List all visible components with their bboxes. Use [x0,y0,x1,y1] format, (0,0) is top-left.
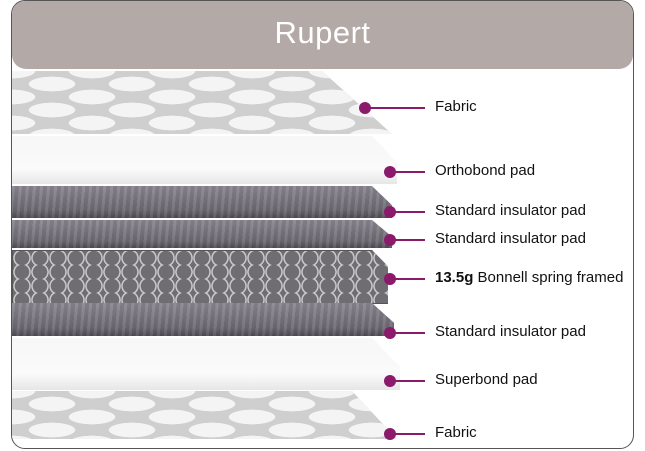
layer-bonnell-springs [12,250,388,304]
spring-type: Bonnell spring framed [477,269,624,286]
callout-line [392,433,425,435]
callout-dot [384,206,396,218]
layer-orthobond-pad [12,136,397,184]
callout-dot [384,327,396,339]
callout-line [392,278,425,280]
diagram-frame: Rupert Fabric Orthobond pad Standard ins… [11,0,634,449]
layer-insulator-pad-3 [12,303,394,336]
callout-dot [384,234,396,246]
callout-line [392,380,425,382]
spring-gauge: 13.5g [435,269,474,286]
callout-label: Superbond pad [435,371,538,388]
layer-superbond-pad [12,338,400,390]
callout-label: Fabric [435,424,477,441]
callout-line [367,107,425,109]
header-band: Rupert [12,1,633,69]
callout-dot [384,375,396,387]
callout-label: Standard insulator pad [435,323,586,340]
layer-fabric-bottom [12,391,397,439]
callout-dot [384,428,396,440]
layer-fabric-top [12,71,392,134]
callout-line [392,332,425,334]
layer-insulator-pad-2 [12,220,392,248]
callout-label: 13.5g Bonnell spring framed [435,269,623,286]
product-title: Rupert [274,15,371,50]
callout-dot [359,102,371,114]
callout-line [392,211,425,213]
layer-insulator-pad-1 [12,186,392,218]
callout-label: Standard insulator pad [435,230,586,247]
callout-dot [384,273,396,285]
callout-line [392,171,425,173]
callout-dot [384,166,396,178]
callout-line [392,239,425,241]
callout-label: Standard insulator pad [435,202,586,219]
callout-label: Orthobond pad [435,162,536,179]
callout-label: Fabric [435,98,477,115]
